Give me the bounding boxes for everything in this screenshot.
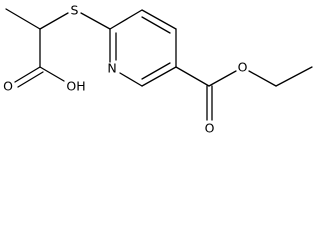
carboxyl-c-oh-bond (39, 66, 65, 82)
o-to-ch2-bond (248, 70, 277, 87)
ring-bond-c6-n (119, 72, 143, 87)
carboxyl-c-o-double-bond-a (14, 66, 41, 83)
ester-ether-oxygen-label: O (238, 60, 248, 75)
molecule-structure: S N O OH O O (3, 3, 313, 136)
carboxyl-c-o-double-bond-b (17, 71, 44, 88)
ring-bond-c3-c4-outer (141, 9, 177, 30)
ch2-to-ch3-bond (275, 66, 313, 87)
ring-bond-c5-c6-outer (141, 66, 177, 87)
s-to-ring-bond (80, 12, 111, 30)
nitrogen-label: N (107, 61, 116, 76)
ch-to-s-bond (39, 12, 69, 30)
acid-carbonyl-oxygen-label: O (3, 79, 13, 94)
ring-to-ester-bond (175, 66, 210, 87)
acid-hydroxyl-label: OH (66, 79, 85, 94)
ring-bond-c2-c3 (109, 9, 143, 30)
ester-carbonyl-oxygen-label: O (205, 121, 215, 136)
sulfur-label: S (71, 3, 79, 18)
ring-bond-c5-c6-inner (141, 62, 171, 80)
ester-c-o-single-bond (208, 70, 237, 87)
methyl-bond (5, 8, 41, 30)
ring-bond-c3-c4-inner (141, 16, 171, 34)
